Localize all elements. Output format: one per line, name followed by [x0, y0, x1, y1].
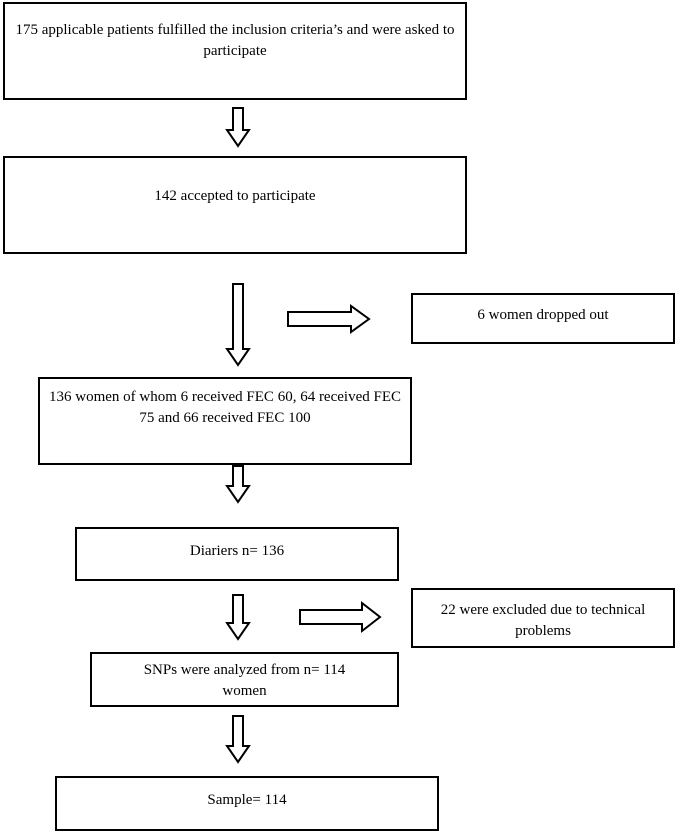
accepted-box: 142 accepted to participate	[3, 156, 467, 254]
dropped-out-box: 6 women dropped out	[411, 293, 675, 344]
arrow-down-diariers-to-snps	[225, 594, 251, 641]
treated-box: 136 women of whom 6 received FEC 60, 64 …	[38, 377, 412, 465]
invited-box: 175 applicable patients fulfilled the in…	[3, 2, 467, 100]
diariers-text: Diariers n= 136	[189, 543, 285, 559]
sample-text: Sample= 114	[207, 792, 287, 808]
arrow-right-to-dropped-out	[287, 304, 371, 334]
arrow-down-treated-to-diariers	[225, 465, 251, 504]
sample-box: Sample= 114	[55, 776, 439, 831]
arrow-down-accepted-to-treated	[225, 283, 251, 367]
snps-analyzed-text: SNPs were analyzed from n= 114 women	[143, 662, 346, 699]
invited-text: 175 applicable patients fulfilled the in…	[15, 22, 455, 59]
arrow-down-snps-to-sample	[225, 715, 251, 764]
arrow-right-to-excluded	[299, 600, 382, 634]
treated-text: 136 women of whom 6 received FEC 60, 64 …	[48, 389, 401, 426]
excluded-text: 22 were excluded due to technical proble…	[440, 602, 646, 639]
snps-analyzed-box: SNPs were analyzed from n= 114 women	[90, 652, 399, 707]
accepted-text: 142 accepted to participate	[154, 188, 316, 204]
excluded-box: 22 were excluded due to technical proble…	[411, 588, 675, 648]
arrow-down-invited-to-accepted	[225, 107, 251, 148]
diariers-box: Diariers n= 136	[75, 527, 399, 581]
dropped-out-text: 6 women dropped out	[477, 307, 609, 323]
